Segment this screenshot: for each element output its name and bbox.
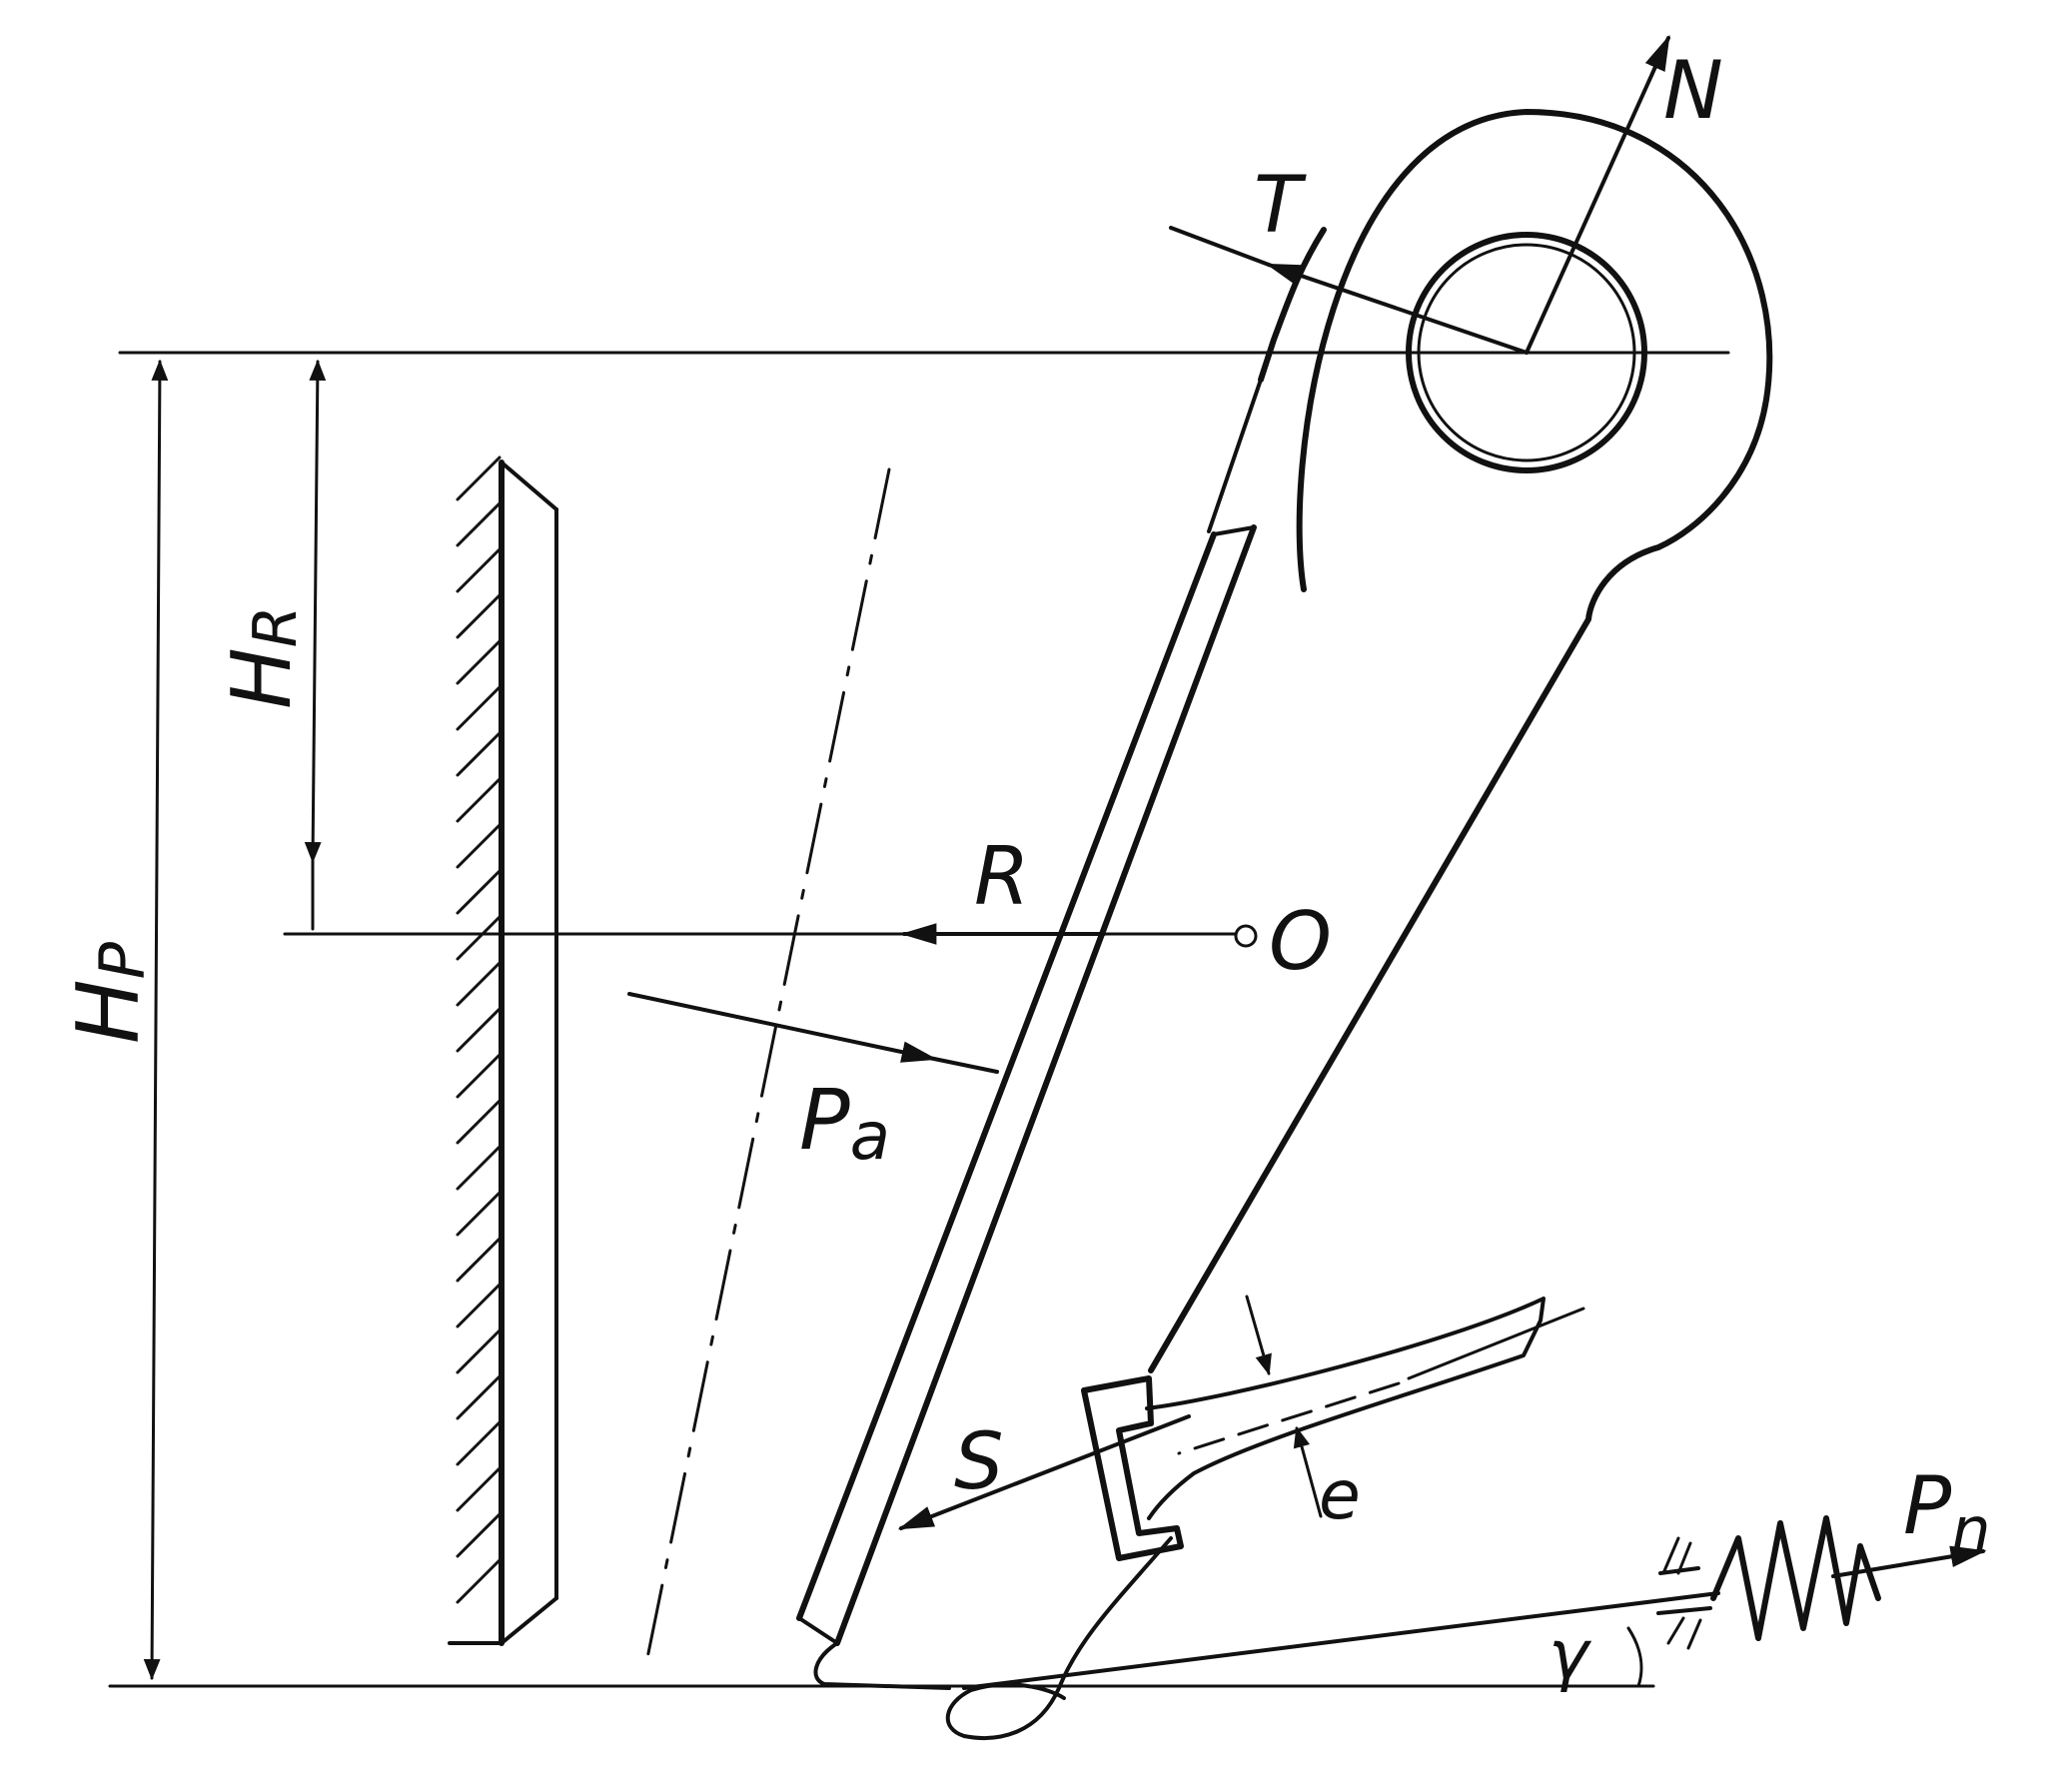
- hatch-stroke: [456, 1466, 502, 1512]
- hatch-stroke: [456, 1512, 502, 1558]
- hatch-stroke: [456, 1237, 502, 1283]
- toggle-plate: [1145, 1297, 1585, 1520]
- dimension-hr-line: [304, 359, 327, 864]
- label-e: e: [1319, 1456, 1361, 1535]
- jaw-plate: [796, 524, 1257, 1646]
- point-o: [1234, 924, 1258, 948]
- lever-front-edge: [1207, 378, 1263, 533]
- label-o: O: [1269, 895, 1332, 988]
- hatch-stroke: [456, 501, 502, 547]
- hatch-stroke: [456, 593, 502, 639]
- lower-link: [945, 1536, 1173, 1740]
- hatch-stroke: [456, 1329, 502, 1374]
- hatch-stroke: [456, 823, 502, 869]
- label-hp: HP: [59, 941, 159, 1044]
- pivot-bearing-outer: [1406, 232, 1647, 473]
- fixed-wall: [448, 459, 558, 1646]
- hatch-stroke: [456, 1099, 502, 1145]
- force-pa-arrow: [627, 992, 938, 1063]
- wall-hatching: [456, 455, 502, 1604]
- toggle-bracket: [1081, 1375, 1184, 1561]
- label-gamma: γ: [1549, 1616, 1592, 1695]
- hatch-stroke: [456, 869, 502, 915]
- force-t-arrow: [1265, 263, 1529, 355]
- eccentricity-mark-lower: [1293, 1425, 1323, 1518]
- spring: [1710, 1515, 1881, 1641]
- hatch-stroke: [456, 455, 502, 501]
- force-pa-tail: [932, 1057, 999, 1074]
- spring-support: [1656, 1536, 1712, 1650]
- label-r: R: [974, 830, 1030, 923]
- lever-body: [1148, 109, 1773, 1373]
- hatch-stroke: [456, 961, 502, 1007]
- hatch-stroke: [456, 639, 502, 685]
- centerline: [645, 467, 891, 1660]
- hatch-stroke: [456, 731, 502, 777]
- hatch-stroke: [456, 547, 502, 593]
- label-hr: HR: [215, 606, 311, 709]
- force-s-arrow: [897, 1414, 1191, 1530]
- pivot-bearing-inner: [1417, 243, 1636, 462]
- label-s: S: [954, 1417, 1004, 1507]
- hatch-stroke: [456, 1558, 502, 1604]
- svg-text:HR: HR: [215, 606, 311, 709]
- hatch-stroke: [456, 685, 502, 731]
- force-n-arrow: [1525, 34, 1670, 355]
- hatch-stroke: [456, 1053, 502, 1099]
- eccentricity-mark-upper: [1245, 1295, 1272, 1376]
- jaw-tip: [813, 1641, 951, 1690]
- hatch-stroke: [456, 1420, 502, 1466]
- svg-text:HP: HP: [59, 941, 159, 1044]
- hatch-stroke: [456, 915, 502, 961]
- label-pn: Pn: [1903, 1459, 1991, 1566]
- hatch-stroke: [456, 1374, 502, 1420]
- lever-left-edge: [1258, 227, 1327, 383]
- spring-rod: [962, 1591, 1720, 1690]
- force-t-tail: [1169, 226, 1271, 267]
- hatch-stroke: [456, 777, 502, 823]
- hatch-stroke: [456, 1283, 502, 1329]
- hatch-stroke: [456, 1191, 502, 1237]
- label-pa: Pa: [799, 1071, 890, 1175]
- dimension-hp-line: [143, 359, 169, 1681]
- angle-gamma-arc: [1626, 1626, 1643, 1688]
- hatch-stroke: [456, 1145, 502, 1191]
- label-n: N: [1663, 44, 1723, 137]
- hatch-stroke: [456, 1007, 502, 1053]
- label-t: T: [1254, 161, 1307, 251]
